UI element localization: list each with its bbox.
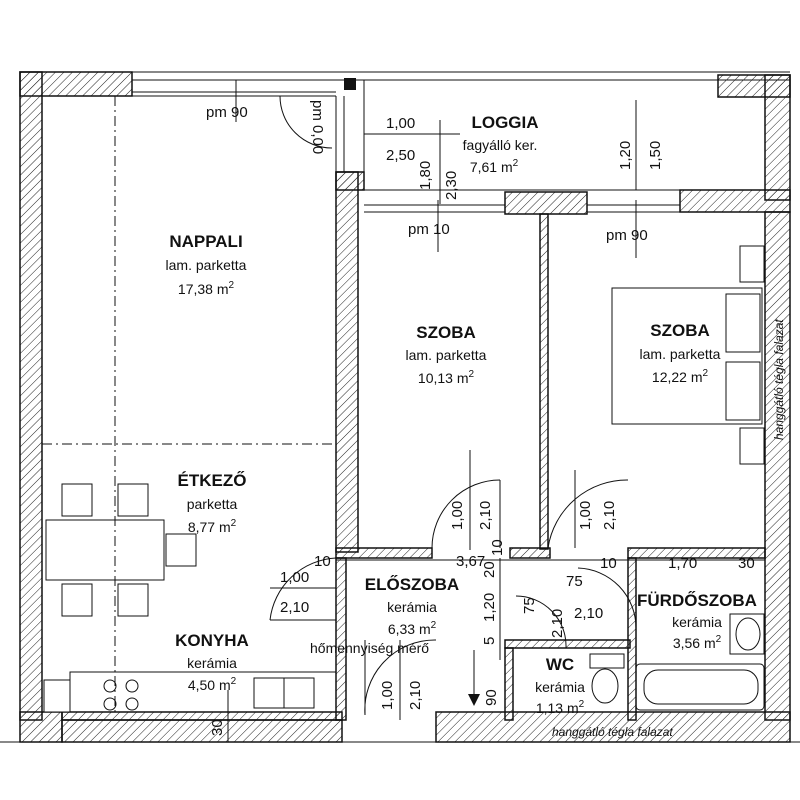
room-area-nappali: 17,38 m2 [178, 280, 235, 297]
stove-burner [103, 679, 117, 693]
room-name-szoba-2: SZOBA [650, 321, 710, 340]
stove-burner [103, 697, 117, 711]
room-area-furdoszoba: 3,56 m2 [673, 634, 722, 651]
chair [117, 583, 149, 617]
dining-table [45, 519, 165, 581]
room-labels: NAPPALI lam. parketta 17,38 m2 LOGGIA fa… [166, 113, 757, 716]
stove-burner [125, 697, 139, 711]
dim-2-50-loggia: 2,50 [386, 147, 415, 164]
level-pm90-right: pm 90 [606, 227, 648, 244]
room-name-etkezo: ÉTKEZŐ [178, 471, 247, 490]
dim-10-a: 10 [314, 553, 331, 570]
dim-20: 20 [481, 561, 498, 578]
bed [611, 287, 763, 425]
dim-3-67: 3,67 [456, 553, 485, 570]
dim-1-80: 1,80 [417, 161, 434, 190]
toilet [591, 668, 619, 704]
room-floor-furdoszoba: kerámia [672, 614, 722, 630]
room-area-loggia: 7,61 m2 [470, 158, 519, 175]
room-floor-wc: kerámia [535, 679, 585, 695]
chair [165, 533, 197, 567]
furniture [45, 245, 765, 713]
dim-30-a: 30 [738, 555, 755, 572]
dim-1-00-szoba2: 1,00 [577, 501, 594, 530]
wall-note-right: hanggátló tégla falazat [772, 319, 786, 440]
dim-2-10-szoba1: 2,10 [477, 501, 494, 530]
dim-1-20-eloszoba: 1,20 [481, 593, 498, 622]
walls [0, 71, 800, 743]
room-floor-nappali: lam. parketta [166, 257, 247, 273]
room-floor-etkezo: parketta [187, 496, 238, 512]
dim-2-30: 2,30 [443, 171, 460, 200]
dim-75-b: 75 [566, 573, 583, 590]
dim-2-10-furdo: 2,10 [574, 605, 603, 622]
room-area-eloszoba: 6,33 m2 [388, 620, 437, 637]
dim-30-b: 30 [209, 719, 226, 736]
room-floor-szoba-1: lam. parketta [406, 347, 487, 363]
room-name-eloszoba: ELŐSZOBA [365, 575, 459, 594]
room-name-nappali: NAPPALI [169, 232, 242, 251]
dim-75-a: 75 [521, 597, 538, 614]
washbasin [735, 617, 761, 651]
room-name-loggia: LOGGIA [471, 113, 538, 132]
dim-1-00-loggia: 1,00 [386, 115, 415, 132]
room-area-szoba-1: 10,13 m2 [418, 369, 475, 386]
wall-note-bottom: hanggátló tégla falazat [552, 725, 673, 739]
room-floor-szoba-2: lam. parketta [640, 346, 721, 362]
level-pm000: pm 0,00 [309, 100, 326, 154]
dim-2-10-bottom: 2,10 [407, 681, 424, 710]
level-pm90-top: pm 90 [206, 104, 248, 121]
dim-1-20-loggia: 1,20 [617, 141, 634, 170]
dim-1-70: 1,70 [668, 555, 697, 572]
dim-5: 5 [481, 637, 498, 645]
chair [61, 483, 93, 517]
heat-meter-label: hőmennyiség mérő [310, 640, 429, 656]
dim-1-00-bottom: 1,00 [379, 681, 396, 710]
room-area-konyha: 4,50 m2 [188, 676, 237, 693]
level-labels: pm 90 pm 0,00 pm 10 pm 90 hőmennyiség mé… [206, 80, 786, 739]
chair [117, 483, 149, 517]
dim-10-b: 10 [489, 539, 506, 556]
dim-1-50-loggia: 1,50 [647, 141, 664, 170]
room-area-etkezo: 8,77 m2 [188, 518, 237, 535]
dim-10-c: 10 [600, 555, 617, 572]
room-floor-eloszoba: kerámia [387, 599, 437, 615]
room-name-wc: WC [546, 655, 574, 674]
level-pm10: pm 10 [408, 221, 450, 238]
room-name-szoba-1: SZOBA [416, 323, 476, 342]
dim-2-10-eloszoba: 2,10 [280, 599, 309, 616]
doors [269, 95, 637, 716]
room-area-szoba-2: 12,22 m2 [652, 368, 709, 385]
dim-90: 90 [483, 689, 500, 706]
room-floor-konyha: kerámia [187, 655, 237, 671]
axis-lines [42, 96, 336, 712]
room-area-wc: 1,13 m2 [536, 699, 585, 716]
stove-burner [125, 679, 139, 693]
dim-1-00-eloszoba: 1,00 [280, 569, 309, 586]
dim-2-10-szoba2: 2,10 [601, 501, 618, 530]
windows [132, 78, 765, 213]
dim-1-00-szoba1: 1,00 [449, 501, 466, 530]
room-name-konyha: KONYHA [175, 631, 249, 650]
dimension-labels: 1,00 2,50 1,80 2,30 1,20 1,50 1,00 2,10 … [209, 100, 765, 742]
bathtub [635, 663, 765, 711]
room-floor-loggia: fagyálló ker. [463, 137, 538, 153]
room-name-furdoszoba: FÜRDŐSZOBA [637, 591, 757, 610]
chair [61, 583, 93, 617]
dim-2-10-wc: 2,10 [549, 609, 566, 638]
